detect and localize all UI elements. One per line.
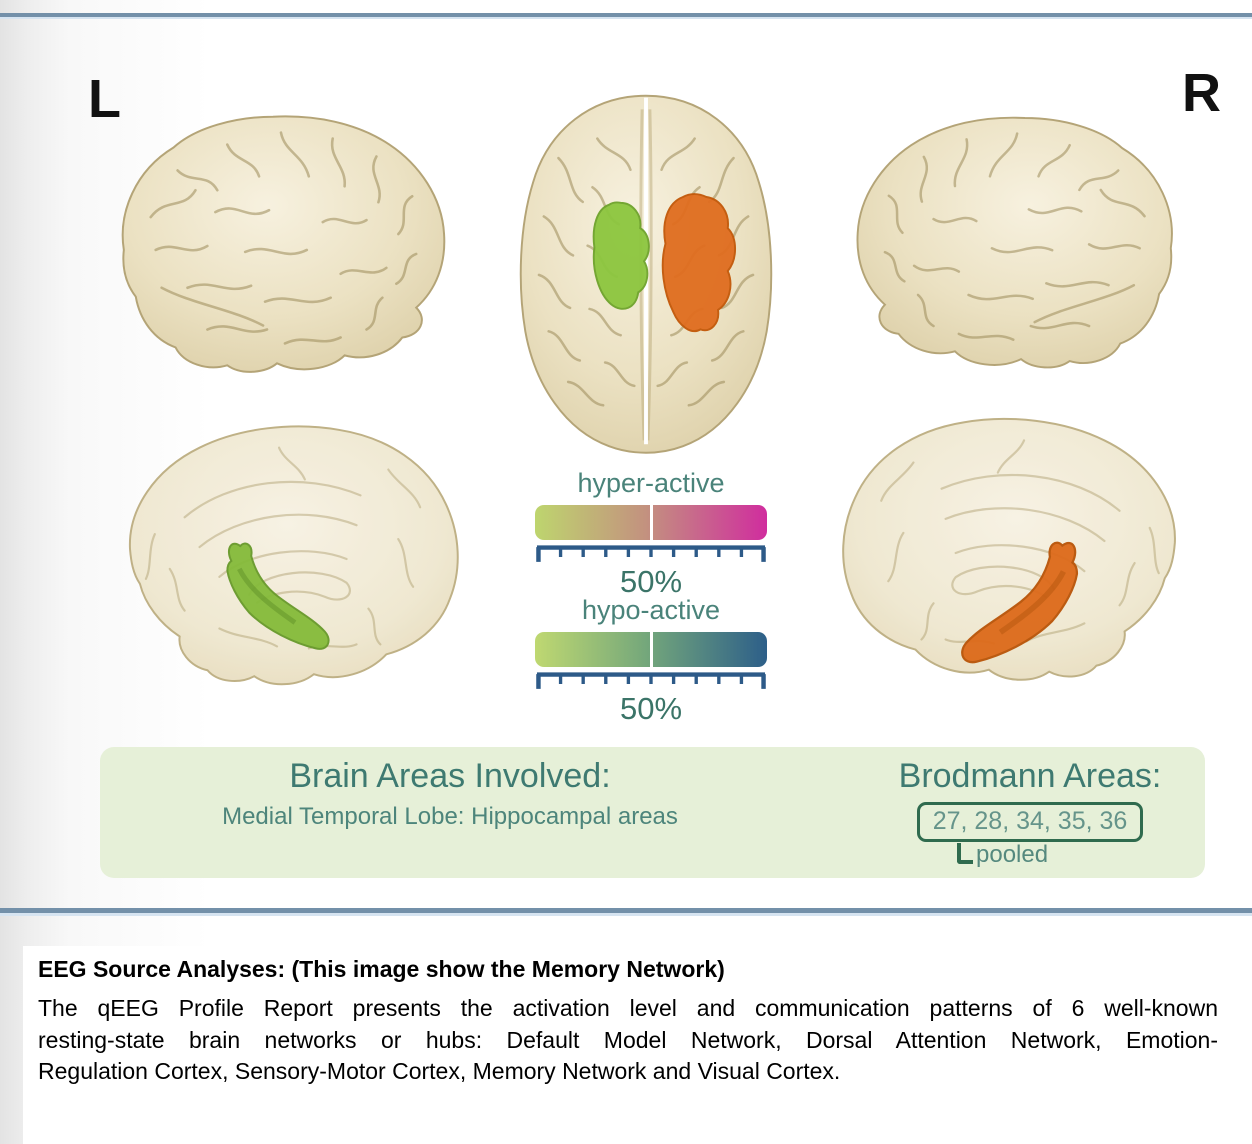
brain-areas-info-box: Brain Areas Involved: Medial Temporal Lo…: [100, 747, 1205, 878]
brodmann-areas-value-box: 27, 28, 34, 35, 36: [916, 802, 1144, 842]
caption-section: EEG Source Analyses: (This image show th…: [23, 946, 1252, 1144]
hypo-active-legend: hypo-active 50%: [535, 595, 767, 727]
brain-top-view: [519, 94, 773, 455]
brain-medial-right-view: [842, 417, 1177, 681]
brodmann-areas-title: Brodmann Areas:: [898, 757, 1162, 795]
hypo-active-gradient-bar: [535, 632, 767, 667]
hyper-active-label: hyper-active: [577, 468, 725, 498]
hyper-active-scale-ruler: [536, 545, 766, 562]
gradient-midline: [649, 505, 653, 540]
hyper-active-gradient-bar: [535, 505, 767, 540]
hypo-active-percentage: 50%: [619, 691, 683, 726]
hypo-active-label: hypo-active: [581, 595, 721, 625]
caption-body-line: Regulation Cortex, Sensory-Motor Cortex,…: [38, 1058, 841, 1084]
brain-areas-value: Medial Temporal Lobe: Hippocampal areas: [222, 803, 678, 830]
pooled-connector-icon: [957, 843, 973, 864]
right-orientation-label: R: [1182, 63, 1221, 123]
gradient-midline: [649, 632, 653, 667]
caption-heading: EEG Source Analyses: (This image show th…: [38, 956, 725, 982]
bottom-divider-line-highlight: [0, 913, 1252, 916]
bottom-divider-line: [0, 908, 1252, 913]
top-divider-line: [0, 13, 1252, 17]
brain-medial-left-view: [128, 425, 459, 686]
pooled-annotation: pooled: [860, 840, 1200, 868]
hypo-active-region-orange: [661, 193, 737, 332]
hyper-active-legend: hyper-active 50%: [535, 468, 767, 600]
brain-lateral-left-view: [121, 115, 446, 374]
brain-areas-column: Brain Areas Involved: Medial Temporal Lo…: [100, 755, 800, 833]
hypo-active-scale-ruler: [536, 672, 766, 689]
left-orientation-label: L: [88, 69, 121, 129]
caption-body-line: The qEEG Profile Report presents the act…: [38, 995, 1218, 1021]
brodmann-areas-column: Brodmann Areas: 27, 28, 34, 35, 36 poole…: [860, 755, 1200, 868]
brain-lateral-right-view: [856, 116, 1174, 369]
pooled-label: pooled: [976, 841, 1049, 868]
caption-body-line: resting-state brain networks or hubs: De…: [38, 1026, 1218, 1053]
brain-areas-title: Brain Areas Involved:: [289, 757, 611, 795]
hyper-active-region-green: [592, 201, 650, 310]
top-divider-line-highlight: [0, 17, 1252, 19]
hyper-active-percentage: 50%: [619, 564, 683, 599]
